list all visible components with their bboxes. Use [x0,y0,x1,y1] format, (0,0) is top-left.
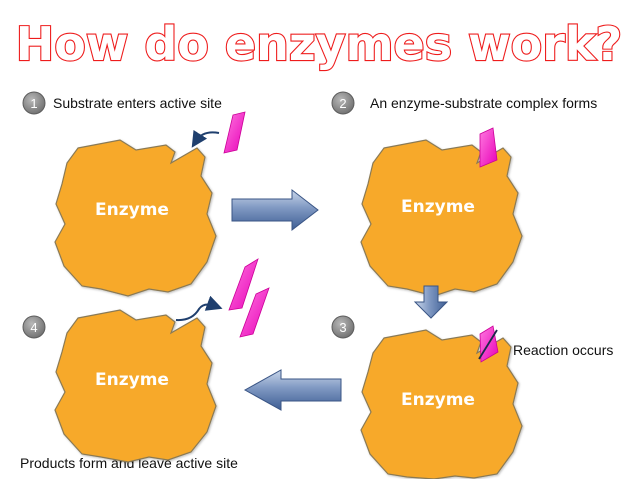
block-arrow-left-icon [243,369,342,411]
product-top [228,258,259,311]
reaction-cleavage-line [478,329,498,360]
enzyme-1: Enzyme [54,139,217,297]
step-3-panel: 3 Reaction occurs Enzyme [331,315,613,479]
enzyme-4-label: Enzyme [95,370,169,390]
step-1-text: Substrate enters active site [53,95,222,111]
step-4-panel: 4 Products form and leave active site En… [20,258,270,471]
enzyme-2-body [360,139,523,297]
step-4-badge: 4 [22,315,46,339]
step-3-text: Reaction occurs [513,342,613,358]
substrate-1 [223,111,246,154]
enzyme-4-body [54,309,217,463]
step-2-number: 2 [339,96,346,111]
enzyme-2-label: Enzyme [401,197,475,217]
block-arrow-icon [231,188,319,232]
product-bottom [239,287,270,338]
enzyme-1-label: Enzyme [95,200,169,220]
enzyme-3: Enzyme [360,329,523,479]
step-1-panel: 1 Substrate enters active site Enzyme [22,91,246,297]
substrate-2 [479,127,498,168]
curved-arrow-icon [191,129,220,148]
step-4-text: Products form and leave active site [20,455,238,471]
step-4-number: 4 [30,320,37,335]
step-1-number: 1 [30,96,37,111]
enzyme-3-label: Enzyme [401,390,475,410]
step-2-badge: 2 [331,91,355,115]
enzyme-1-body [54,139,217,297]
curved-arrow-icon [175,295,223,322]
enzyme-4: Enzyme [54,309,217,463]
block-arrow-down-icon [413,285,449,319]
enzyme-2: Enzyme [360,139,523,297]
step-1-badge: 1 [22,91,46,115]
step-3-number: 3 [339,320,346,335]
step-2-panel: 2 An enzyme-substrate complex forms Enzy… [331,91,597,297]
step-3-badge: 3 [331,315,355,339]
step-2-text: An enzyme-substrate complex forms [370,95,597,111]
page-title: How do enzymes work? [16,17,622,71]
